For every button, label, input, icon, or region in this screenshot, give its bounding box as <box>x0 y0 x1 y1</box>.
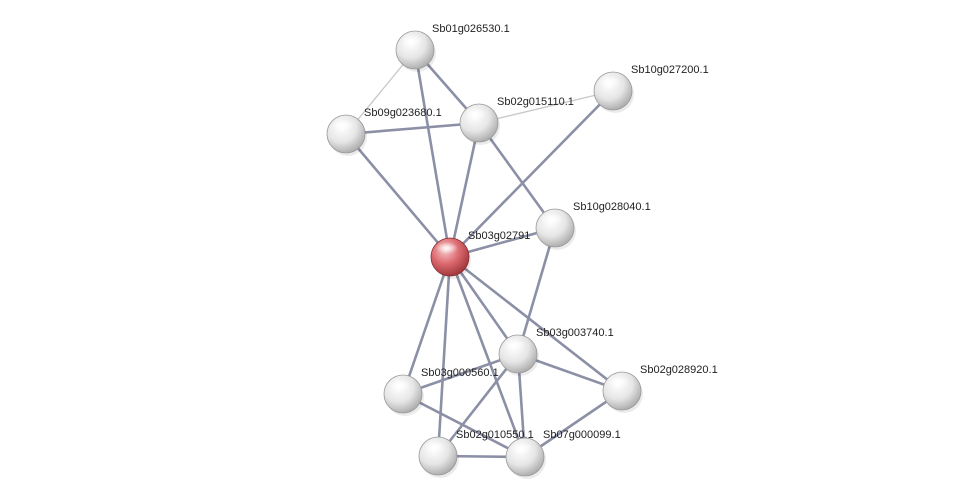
network-node[interactable]: Sb03g003740.1 <box>498 327 614 376</box>
node-label: Sb09g023680.1 <box>364 107 442 119</box>
edge-sb03c-sb03b <box>401 352 520 396</box>
edge-sb02a-sb10a <box>478 90 614 124</box>
network-node[interactable]: Sb10g028040.1 <box>535 201 651 250</box>
node-highlight <box>599 76 621 88</box>
edge-sb09-sb02a <box>344 121 481 136</box>
edge-sb02a-sb03q <box>448 121 481 259</box>
node-label: Sb03g02791 <box>468 230 530 242</box>
edge-sb01-sb03q <box>413 48 452 259</box>
edge-sb09-sb03q <box>344 132 452 259</box>
node-highlight <box>436 242 458 254</box>
edge-sb03q-sb07 <box>448 255 527 459</box>
edge-sb03b-sb02b <box>436 352 520 458</box>
network-node[interactable]: Sb02g015110.1 <box>459 96 574 145</box>
edge-sb03q-sb02c <box>448 255 624 393</box>
edge-sb10b-sb03b <box>516 226 557 356</box>
edges-layer <box>344 48 624 459</box>
node-highlight <box>504 339 526 351</box>
node-highlight <box>332 119 354 131</box>
network-node[interactable]: Sb10g027200.1 <box>593 64 709 113</box>
query-node[interactable]: Sb03g02791 <box>430 230 530 279</box>
node-label: Sb02g015110.1 <box>497 96 574 108</box>
network-node[interactable]: Sb02g010550.1 <box>418 429 534 478</box>
node-highlight <box>389 379 411 391</box>
edge-sb10a-sb03q <box>448 89 615 259</box>
node-label: Sb03g003740.1 <box>536 327 614 339</box>
edge-sb03q-sb02b <box>436 255 452 458</box>
edge-sb02a-sb10b <box>477 121 557 230</box>
node-label: Sb02g028920.1 <box>640 364 718 376</box>
edge-sb07-sb02c <box>523 389 624 459</box>
node-highlight <box>511 442 533 454</box>
node-label: Sb02g010550.1 <box>456 429 534 441</box>
node-label: Sb01g026530.1 <box>432 23 510 35</box>
network-node[interactable]: Sb02g028920.1 <box>602 364 718 413</box>
node-label: Sb10g028040.1 <box>573 201 651 213</box>
nodes-layer: Sb01g026530.1Sb09g023680.1Sb02g015110.1S… <box>326 23 718 479</box>
node-highlight <box>424 441 446 453</box>
edge-sb03c-sb07 <box>401 392 527 459</box>
node-label: Sb07g000099.1 <box>543 429 621 441</box>
node-label: Sb10g027200.1 <box>631 64 709 76</box>
network-node[interactable]: Sb01g026530.1 <box>395 23 510 72</box>
node-label: Sb03g000560.1 <box>421 367 499 379</box>
node-highlight <box>608 376 630 388</box>
network-node[interactable]: Sb09g023680.1 <box>326 107 442 156</box>
node-highlight <box>401 35 423 47</box>
edge-sb03q-sb03b <box>448 255 520 356</box>
node-highlight <box>541 213 563 225</box>
network-node[interactable]: Sb07g000099.1 <box>505 429 621 479</box>
network-node[interactable]: Sb03g000560.1 <box>383 367 499 416</box>
node-highlight <box>465 108 487 120</box>
edge-sb03q-sb03c <box>401 255 452 396</box>
